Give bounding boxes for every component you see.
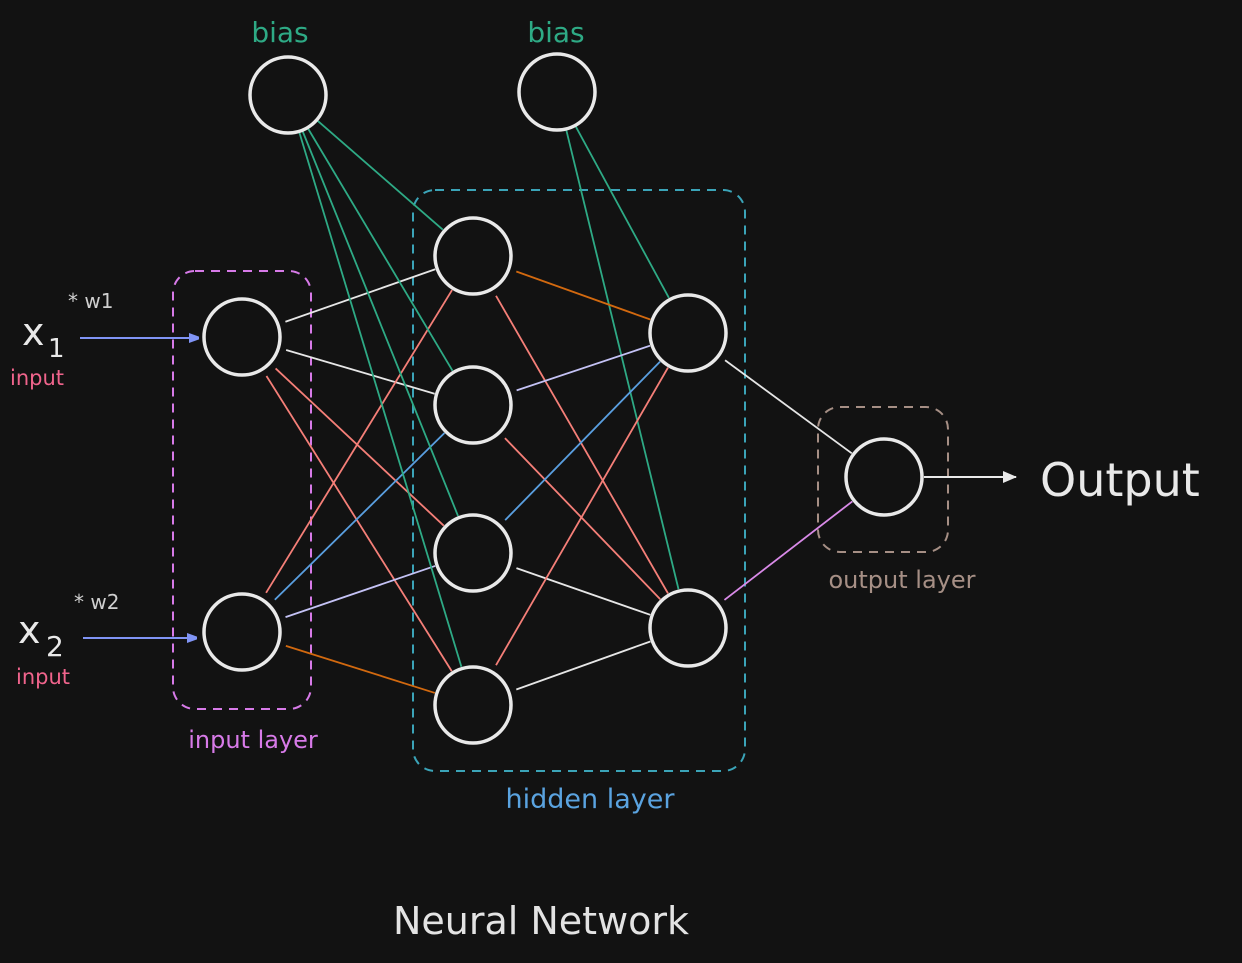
edge-in2-h1d — [285, 645, 436, 694]
edge-h1a-h2b — [495, 295, 669, 594]
edge-in2-h1c — [285, 565, 436, 618]
edge-in1-h1d — [265, 375, 453, 672]
edge-in1-h1a — [285, 268, 436, 323]
hidden-layer-frame — [412, 189, 746, 772]
input-layer-frame — [172, 270, 312, 710]
input-x1-symbol: x — [22, 310, 45, 354]
hidden-node-1-2 — [433, 365, 513, 445]
input-x2-subscript: 2 — [46, 630, 64, 663]
hidden-layer-label: hidden layer — [506, 784, 676, 815]
bias-node-2 — [517, 52, 597, 132]
edge-h2a-out — [724, 359, 853, 455]
input-x1-subscript: 1 — [48, 334, 65, 364]
edge-b1-h1c — [301, 129, 459, 517]
edge-in1-h1c — [274, 367, 445, 527]
bias-node-1 — [248, 55, 328, 135]
input-x2-symbol: x — [18, 608, 41, 652]
edge-h1c-h2b — [516, 567, 651, 616]
output-node — [844, 437, 924, 517]
edge-in1-h1b — [285, 349, 435, 395]
edge-h1d-h2b — [516, 640, 651, 691]
input-node-2 — [202, 592, 282, 672]
input-x1-weight: * w1 — [68, 289, 113, 313]
nodes — [202, 52, 924, 745]
edges — [265, 119, 853, 694]
hidden-node-1-1 — [433, 216, 513, 296]
edge-h1c-h2a — [504, 360, 661, 521]
edge-in2-h1b — [274, 432, 446, 601]
hidden-node-1-4 — [433, 665, 513, 745]
edge-b1-h1d — [298, 131, 463, 667]
hidden-node-1-3 — [433, 513, 513, 593]
output-label: Output — [1040, 453, 1200, 507]
edge-b2-h2b — [565, 128, 680, 590]
input-x1-tag: input — [10, 366, 64, 390]
output-layer-label: output layer — [829, 566, 976, 594]
edge-b1-h1b — [306, 127, 454, 372]
bias-label-2: bias — [527, 16, 584, 49]
edge-h1b-h2a — [516, 344, 651, 392]
edge-h1a-h2a — [516, 270, 651, 321]
edge-h1d-h2a — [495, 367, 669, 666]
edge-in2-h1a — [265, 289, 453, 594]
edge-h1b-h2b — [504, 437, 661, 600]
edge-b2-h2a — [574, 124, 670, 299]
diagram-title: Neural Network — [393, 899, 689, 943]
hidden-node-2-1 — [648, 293, 728, 373]
input-x2-tag: input — [16, 665, 70, 689]
hidden-node-2-2 — [648, 588, 728, 668]
input-node-1 — [202, 297, 282, 377]
edge-b1-h1a — [316, 119, 444, 231]
bias-label-1: bias — [251, 16, 308, 49]
edge-h2b-out — [723, 500, 853, 601]
input-layer-label: input layer — [188, 726, 318, 754]
input-x2-weight: * w2 — [74, 590, 119, 614]
